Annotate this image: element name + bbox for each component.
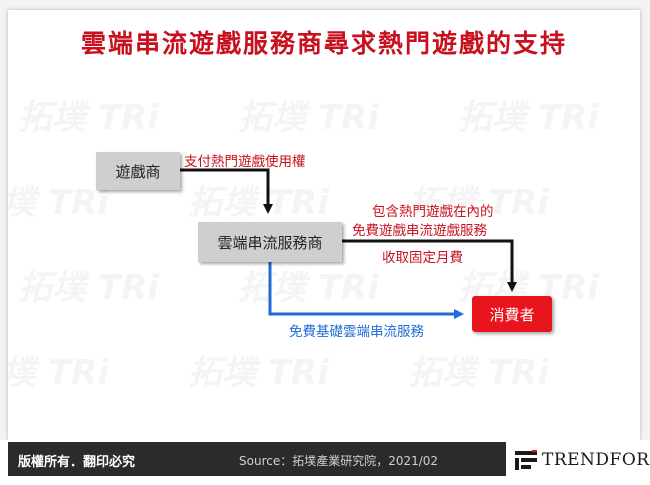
box-consumer: 消費者	[472, 296, 552, 332]
box-game-company-label: 遊戲商	[115, 162, 161, 181]
box-cloud-provider: 雲端串流服務商	[198, 222, 342, 262]
label-monthly-fee: 收取固定月費	[382, 250, 463, 266]
copyright-text: 版權所有．翻印必究	[18, 455, 136, 470]
label-premium-line2: 免費遊戲串流遊戲服務	[352, 223, 487, 239]
label-free-basic: 免費基礎雲端串流服務	[289, 324, 424, 340]
label-license: 支付熱門遊戲使用權	[184, 154, 306, 170]
footer-bar	[8, 442, 506, 476]
slide-title: 雲端串流遊戲服務商尋求熱門遊戲的支持	[80, 29, 567, 58]
box-cloud-provider-label: 雲端串流服務商	[217, 233, 323, 252]
logo-text: TRENDFORCE	[542, 450, 650, 470]
box-consumer-label: 消費者	[489, 305, 535, 324]
box-game-company: 遊戲商	[96, 152, 180, 190]
trendforce-logo: TRENDFORCE	[514, 446, 650, 474]
trendforce-logo-icon	[515, 450, 537, 470]
source-text: Source：拓墣產業研究院，2021/02	[239, 454, 439, 468]
label-premium-line1: 包含熱門遊戲在內的	[372, 204, 494, 220]
